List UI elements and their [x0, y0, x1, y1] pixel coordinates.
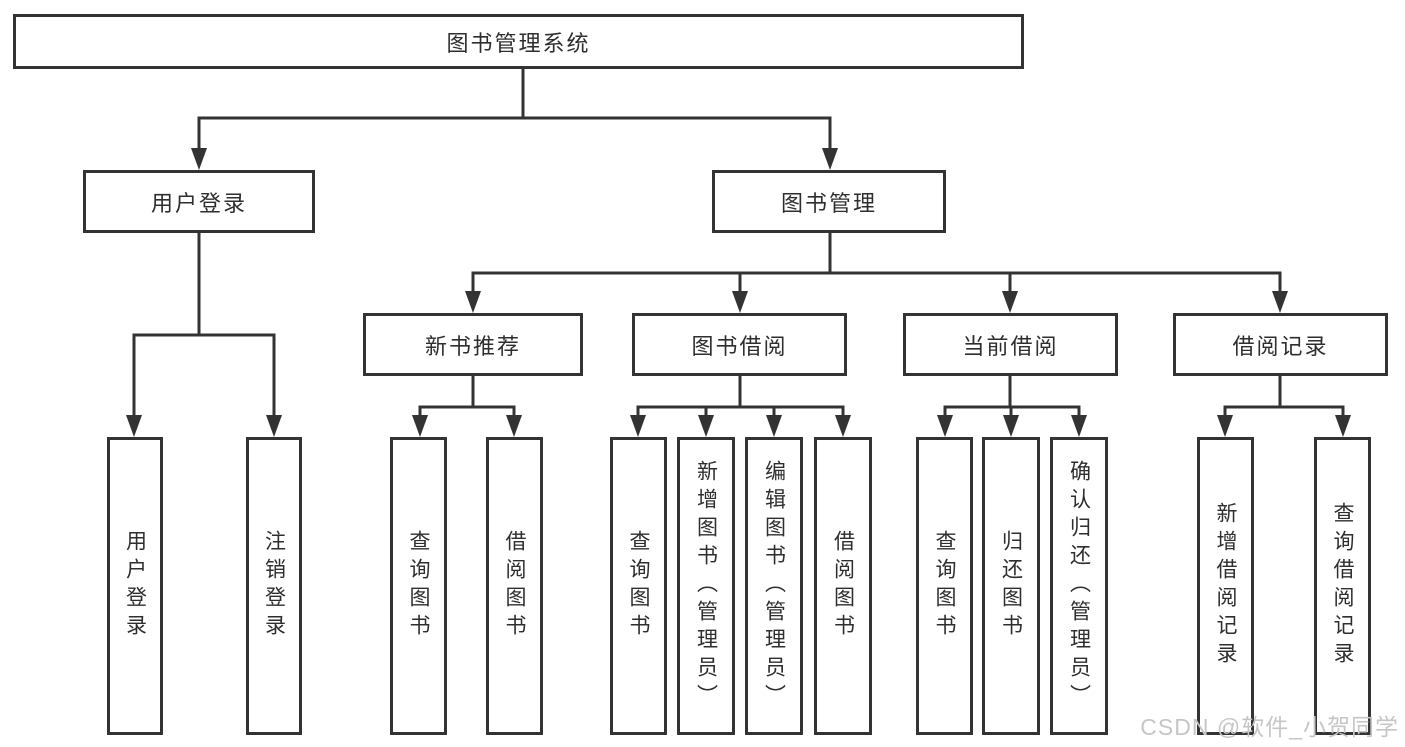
node-label: 查询借阅记录 [1331, 502, 1354, 670]
node-label: 新书推荐 [424, 333, 521, 359]
leaf-user-login: 用户登录 [107, 437, 163, 735]
csdn-watermark: CSDN @软件_小贺同学 [1140, 714, 1399, 740]
leaf-query-books: 查询图书 [610, 437, 667, 735]
node-label: 新增图书（管理员） [694, 460, 718, 712]
node-label: 查询图书 [627, 530, 650, 642]
node-borrow-records: 借阅记录 [1173, 313, 1388, 376]
node-library-system: 图书管理系统 [13, 14, 1024, 69]
node-label: 查询图书 [933, 530, 956, 642]
node-label: 注销登录 [262, 530, 286, 642]
leaf-borrow-books: 借阅图书 [486, 437, 543, 735]
node-current-borrowing: 当前借阅 [903, 313, 1118, 376]
node-label: 归还图书 [999, 530, 1023, 642]
leaf-edit-books-admin: 编辑图书（管理员） [745, 437, 803, 735]
node-label: 查询图书 [407, 530, 430, 642]
node-label: 借阅图书 [503, 530, 526, 642]
leaf-query-books: 查询图书 [390, 437, 447, 735]
node-label: 用户登录 [150, 190, 247, 216]
node-label: 编辑图书（管理员） [762, 460, 786, 712]
node-label: 借阅图书 [831, 530, 855, 642]
leaf-confirm-return-admin: 确认归还（管理员） [1050, 437, 1108, 735]
leaf-query-borrow-record: 查询借阅记录 [1314, 437, 1371, 735]
node-label: 新增借阅记录 [1214, 502, 1237, 670]
leaf-query-books: 查询图书 [916, 437, 973, 735]
node-label: 图书管理 [780, 190, 877, 216]
leaf-logout: 注销登录 [246, 437, 302, 735]
node-label: 确认归还（管理员） [1067, 460, 1091, 712]
node-user-login: 用户登录 [83, 170, 315, 233]
node-label: 当前借阅 [962, 333, 1059, 359]
node-label: 图书借阅 [691, 333, 788, 359]
node-new-book-recommend: 新书推荐 [363, 313, 583, 376]
node-book-borrowing: 图书借阅 [632, 313, 847, 376]
node-label: 图书管理系统 [446, 30, 591, 56]
node-label: 用户登录 [123, 530, 147, 642]
node-book-management: 图书管理 [712, 170, 946, 233]
leaf-add-books-admin: 新增图书（管理员） [677, 437, 735, 735]
node-label: 借阅记录 [1232, 333, 1329, 359]
leaf-return-books: 归还图书 [982, 437, 1040, 735]
leaf-borrow-books: 借阅图书 [814, 437, 872, 735]
leaf-add-borrow-record: 新增借阅记录 [1197, 437, 1254, 735]
